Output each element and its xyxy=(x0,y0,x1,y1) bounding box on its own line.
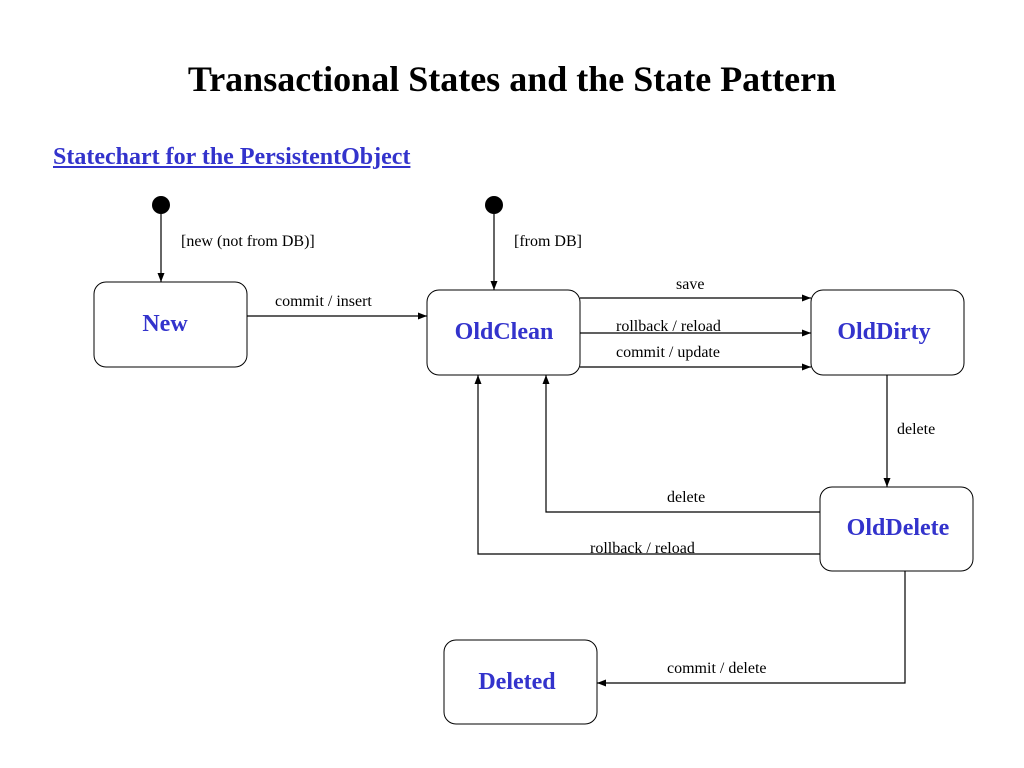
state-new: New xyxy=(93,281,248,368)
label-rollback-reload-dirty: rollback / reload xyxy=(616,318,721,335)
edge-rollback-reload-delete xyxy=(474,375,820,555)
state-deleted: Deleted xyxy=(443,639,598,725)
state-olddirty: OldDirty xyxy=(810,289,965,376)
label-commit-insert: commit / insert xyxy=(275,293,372,310)
state-oldclean-label: OldClean xyxy=(455,319,554,345)
state-new-label: New xyxy=(142,311,188,337)
state-olddelete: OldDelete xyxy=(819,486,974,572)
page-title: Transactional States and the State Patte… xyxy=(187,59,837,99)
label-initial-db: [from DB] xyxy=(514,233,582,250)
label-initial-new: [new (not from DB)] xyxy=(181,233,315,250)
statechart-subtitle: Statechart for the PersistentObject xyxy=(53,144,411,170)
state-oldclean: OldClean xyxy=(426,289,581,376)
label-delete-to-clean: delete xyxy=(667,489,705,506)
edge-commit-delete xyxy=(597,571,906,687)
state-olddelete-label: OldDelete xyxy=(847,515,950,541)
label-delete-dirty: delete xyxy=(897,421,935,438)
label-save: save xyxy=(676,276,704,293)
label-rollback-reload-delete: rollback / reload xyxy=(590,540,695,557)
edge-delete-to-clean xyxy=(542,375,820,513)
initial-state-new-dot xyxy=(152,196,170,214)
label-commit-delete: commit / delete xyxy=(667,660,767,677)
state-deleted-label: Deleted xyxy=(478,669,556,695)
initial-state-db-dot xyxy=(485,196,503,214)
label-commit-update: commit / update xyxy=(616,344,720,361)
state-olddirty-label: OldDirty xyxy=(837,319,930,345)
